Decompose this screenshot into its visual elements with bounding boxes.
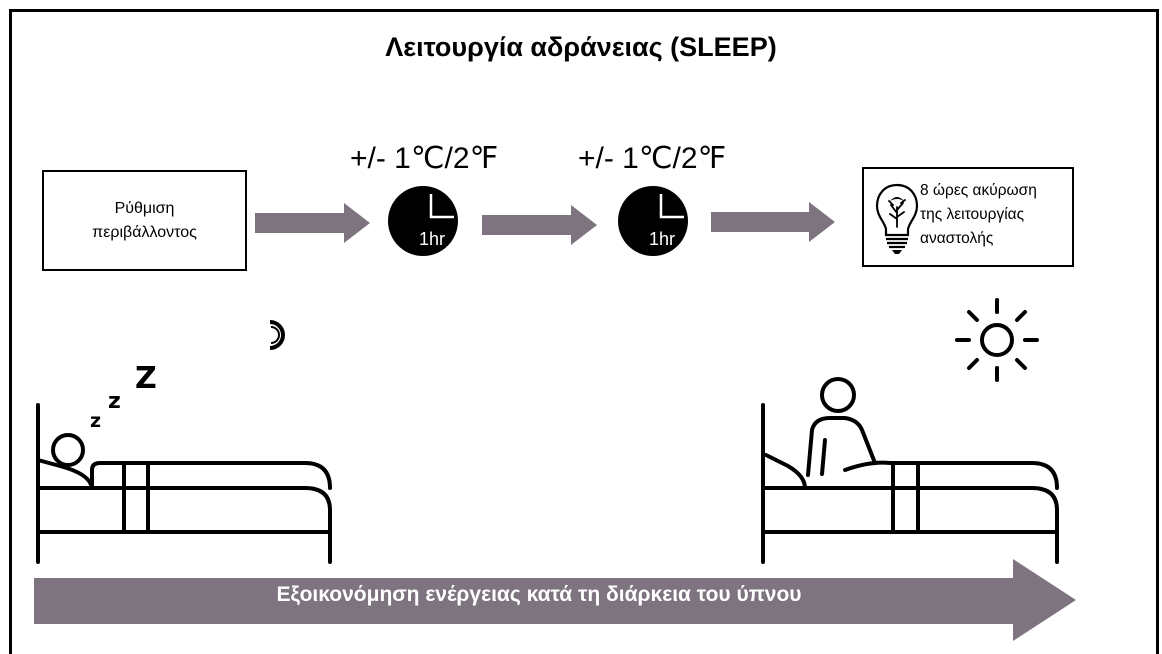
sleeping-person-icon: [36, 403, 332, 564]
clock-1-label: 1hr: [419, 229, 445, 249]
end-box-line3: αναστολής: [920, 230, 994, 247]
diagram-frame: [9, 9, 1159, 654]
start-box-line1: Ρύθμιση: [114, 199, 175, 217]
arrow-3: [711, 202, 835, 242]
sleep-z-medium: z: [108, 389, 121, 414]
sun-icon: [955, 298, 1039, 382]
sleep-z-small: z: [90, 410, 101, 432]
end-box: 8 ώρες ακύρωση της λειτουργίας αναστολής: [862, 167, 1074, 267]
energy-saving-label: Εξοικονόμηση ενέργειας κατά τη διάρκεια …: [276, 583, 802, 606]
end-box-text: 8 ώρες ακύρωση της λειτουργίας αναστολής: [920, 179, 1037, 251]
step-1-temp: +/- 1℃/2℉: [350, 142, 499, 175]
lightbulb-icon: [875, 183, 919, 254]
step-2-temp: +/- 1℃/2℉: [578, 142, 727, 175]
clock-icon: 1hr: [388, 186, 458, 256]
energy-saving-arrow: [34, 559, 1076, 641]
arrow-1: [255, 203, 370, 243]
end-box-line2: της λειτουργίας: [920, 206, 1025, 223]
sleep-z-letters: z z Z: [90, 361, 157, 432]
start-box-line2: περιβάλλοντος: [92, 223, 197, 241]
clock-2-label: 1hr: [649, 229, 675, 249]
diagram-title: Λειτουργία αδράνειας (SLEEP): [385, 32, 777, 62]
clock-icon: 1hr: [618, 186, 688, 256]
waking-person-icon: [761, 377, 1059, 564]
end-box-line1: 8 ώρες ακύρωση: [920, 182, 1037, 199]
sleep-z-large: Z: [135, 361, 157, 396]
start-box: Ρύθμιση περιβάλλοντος: [42, 170, 247, 271]
arrow-2: [482, 205, 597, 245]
moon-icon: [269, 320, 285, 350]
